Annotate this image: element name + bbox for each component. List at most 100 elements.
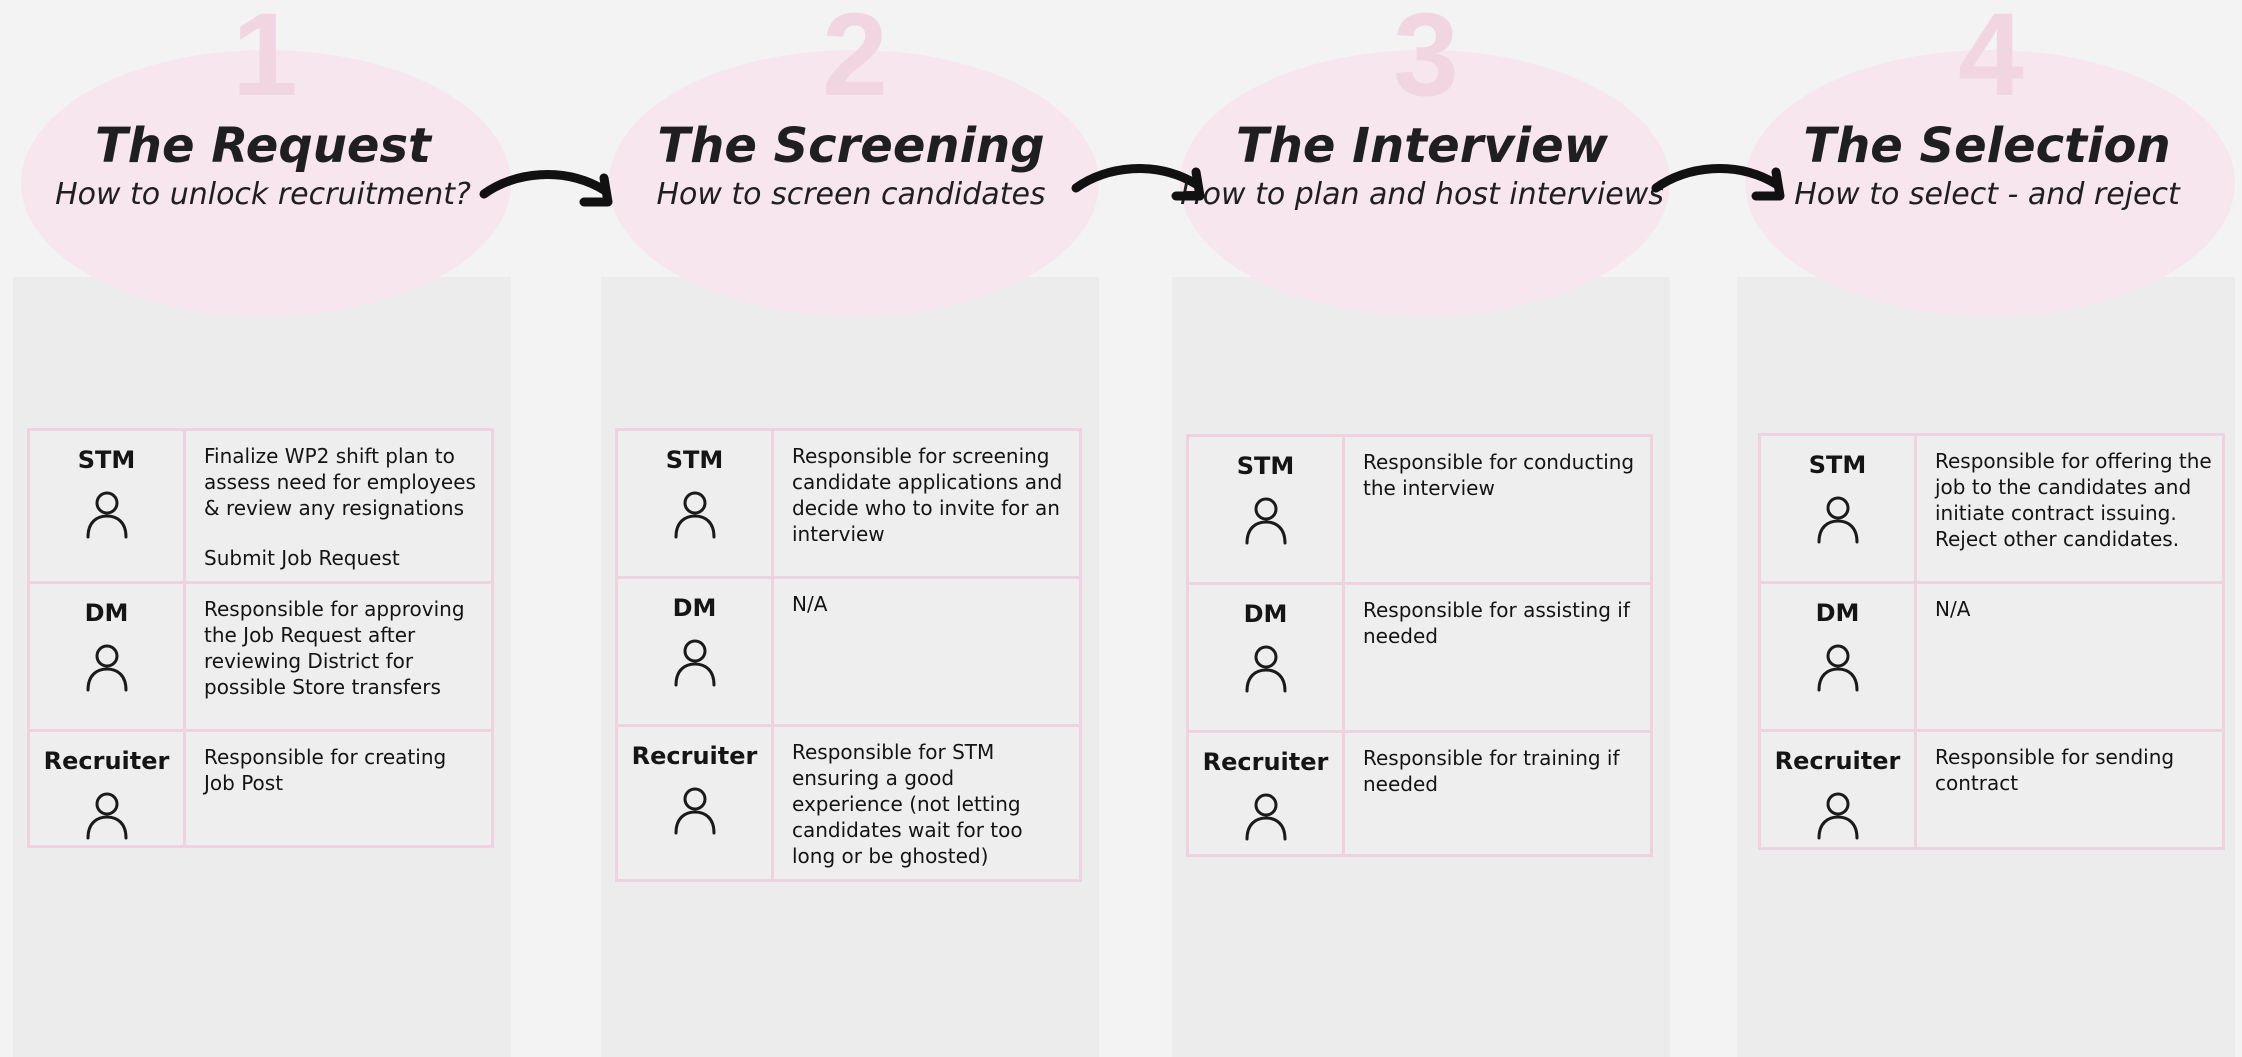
step-number: 1	[232, 0, 298, 121]
role-description: Responsible for creating Job Post	[183, 729, 494, 848]
description-line: Responsible for offering the job to the …	[1935, 449, 2212, 551]
person-icon	[674, 639, 715, 687]
description-line: Responsible for sending contract	[1935, 745, 2175, 795]
step-heading-ellipse	[1745, 50, 2235, 316]
step-subtitle: How to screen candidates	[656, 177, 1046, 212]
step-subtitle: How to plan and host interviews	[1180, 177, 1664, 212]
step-title: The Interview	[1235, 118, 1609, 174]
description-spacer	[204, 521, 481, 545]
person-icon	[674, 491, 715, 539]
description-line: Responsible for STM ensuring a good expe…	[792, 740, 1023, 868]
role-row-stm: STM Finalize WP2 shift plan to assess ne…	[27, 428, 494, 584]
person-icon	[1817, 644, 1858, 692]
step-title: The Request	[95, 118, 431, 174]
role-name: STM	[1808, 451, 1867, 479]
person-icon	[1245, 645, 1286, 693]
role-row-recruiter: Recruiter Responsible for sending contra…	[1758, 729, 2225, 850]
role-description: Responsible for offering the job to the …	[1914, 433, 2225, 584]
step-number: 4	[1958, 0, 2024, 121]
roles-table: STM Responsible for offering the job to …	[1758, 433, 2225, 850]
person-icon	[86, 491, 127, 539]
curved-arrow-icon	[1071, 164, 1205, 201]
role-cell: DM	[615, 576, 774, 727]
role-name: Recruiter	[43, 747, 170, 775]
person-icon	[1817, 496, 1858, 544]
roles-table: STM Responsible for conducting the inter…	[1186, 434, 1653, 857]
description-line: Responsible for training if needed	[1363, 746, 1620, 796]
roles-table: STM Responsible for screening candidate …	[615, 428, 1082, 882]
role-description: Responsible for training if needed	[1342, 730, 1653, 857]
person-icon	[1245, 497, 1286, 545]
step-4-column: 4 The Selection How to select - and reje…	[1724, 0, 2242, 1057]
role-cell: STM	[1186, 434, 1345, 585]
role-cell: STM	[1758, 433, 1917, 584]
role-name: DM	[1815, 599, 1860, 627]
role-row-recruiter: Recruiter Responsible for creating Job P…	[27, 729, 494, 848]
person-icon	[86, 792, 127, 840]
role-row-recruiter: Recruiter Responsible for training if ne…	[1186, 730, 1653, 857]
role-cell: Recruiter	[615, 724, 774, 882]
step-number: 2	[822, 0, 888, 121]
role-cell: DM	[27, 581, 186, 732]
step-title: The Screening	[657, 118, 1045, 174]
role-description: Responsible for screening candidate appl…	[771, 428, 1082, 579]
description-line: N/A	[1935, 597, 1971, 621]
roles-table: STM Finalize WP2 shift plan to assess ne…	[27, 428, 494, 848]
role-row-dm: DM Responsible for approving the Job Req…	[27, 581, 494, 732]
role-cell: DM	[1758, 581, 1917, 732]
role-row-recruiter: Recruiter Responsible for STM ensuring a…	[615, 724, 1082, 882]
role-row-dm: DM N/A	[1758, 581, 2225, 732]
role-name: Recruiter	[1774, 747, 1901, 775]
step-heading-ellipse	[609, 50, 1099, 316]
description-line: Responsible for creating Job Post	[204, 745, 447, 795]
role-cell: Recruiter	[1758, 729, 1917, 850]
role-row-dm: DM Responsible for assisting if needed	[1186, 582, 1653, 733]
role-cell: Recruiter	[27, 729, 186, 848]
curved-arrow-icon	[479, 170, 613, 207]
role-name: DM	[84, 599, 129, 627]
role-description: Responsible for sending contract	[1914, 729, 2225, 850]
role-description: Responsible for assisting if needed	[1342, 582, 1653, 733]
role-name: STM	[665, 446, 724, 474]
role-description: Finalize WP2 shift plan to assess need f…	[183, 428, 494, 584]
role-description: N/A	[771, 576, 1082, 727]
step-subtitle: How to unlock recruitment?	[55, 177, 471, 212]
role-name: DM	[672, 594, 717, 622]
person-icon	[1817, 792, 1858, 840]
description-line: Submit Job Request	[204, 546, 400, 570]
person-icon	[674, 787, 715, 835]
role-row-dm: DM N/A	[615, 576, 1082, 727]
description-line: Responsible for screening candidate appl…	[792, 444, 1063, 546]
role-description: Responsible for STM ensuring a good expe…	[771, 724, 1082, 882]
person-icon	[1245, 793, 1286, 841]
role-row-stm: STM Responsible for conducting the inter…	[1186, 434, 1653, 585]
role-cell: STM	[615, 428, 774, 579]
role-description: Responsible for approving the Job Reques…	[183, 581, 494, 732]
curved-arrow-icon	[1651, 164, 1785, 201]
role-name: STM	[77, 446, 136, 474]
step-1-column: 1 The Request How to unlock recruitment?…	[0, 0, 600, 1057]
description-line: N/A	[792, 592, 828, 616]
role-name: Recruiter	[631, 742, 758, 770]
role-row-stm: STM Responsible for screening candidate …	[615, 428, 1082, 579]
role-description: N/A	[1914, 581, 2225, 732]
role-row-stm: STM Responsible for offering the job to …	[1758, 433, 2225, 584]
role-name: STM	[1236, 452, 1295, 480]
step-3-column: 3 The Interview How to plan and host int…	[1159, 0, 1759, 1057]
description-line: Responsible for assisting if needed	[1363, 598, 1630, 648]
step-number: 3	[1393, 0, 1459, 121]
step-heading-ellipse	[21, 50, 511, 316]
role-name: DM	[1243, 600, 1288, 628]
step-heading-ellipse	[1180, 50, 1670, 316]
role-name: Recruiter	[1202, 748, 1329, 776]
description-line: Responsible for conducting the interview	[1363, 450, 1635, 500]
step-title: The Selection	[1803, 118, 2171, 174]
role-cell: Recruiter	[1186, 730, 1345, 857]
step-2-column: 2 The Screening How to screen candidates…	[588, 0, 1188, 1057]
description-line: Finalize WP2 shift plan to assess need f…	[204, 444, 476, 520]
role-description: Responsible for conducting the interview	[1342, 434, 1653, 585]
role-cell: STM	[27, 428, 186, 584]
step-subtitle: How to select - and reject	[1794, 177, 2180, 212]
role-cell: DM	[1186, 582, 1345, 733]
